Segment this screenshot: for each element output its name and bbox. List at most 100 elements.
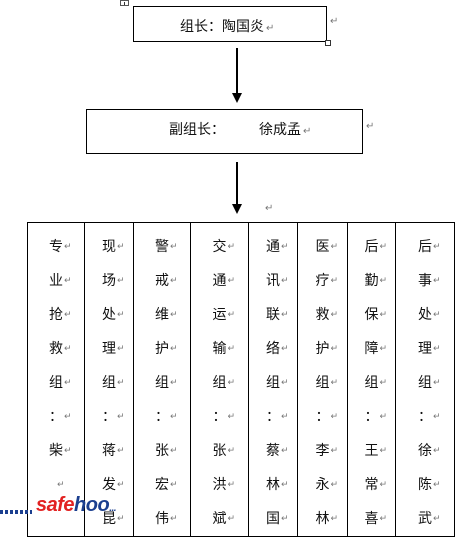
group-char: 李 — [298, 434, 347, 468]
group-char: 救 — [298, 298, 347, 332]
group-char: 护 — [298, 332, 347, 366]
group-char: 国 — [249, 502, 297, 536]
group-char: 林 — [249, 468, 297, 502]
watermark-dots — [0, 510, 32, 514]
deputy-name: 徐成孟 — [259, 122, 301, 138]
group-column: 警戒维护组：张宏伟 — [133, 222, 191, 537]
group-char: 讯 — [249, 264, 297, 298]
group-char: 现 — [85, 230, 133, 264]
watermark-part1: safe — [36, 494, 75, 516]
deputy-label: 副组长： — [169, 122, 225, 138]
group-char: 组 — [396, 366, 454, 400]
group-char: 事 — [396, 264, 454, 298]
group-char: 专 — [28, 230, 84, 264]
group-char: 组 — [191, 366, 248, 400]
group-char: 障 — [348, 332, 395, 366]
group-char: 抢 — [28, 298, 84, 332]
group-char: 输 — [191, 332, 248, 366]
group-char: 后 — [396, 230, 454, 264]
group-column: 通讯联络组：蔡林国 — [248, 222, 298, 537]
leader-text: 组长：陶国炎↵ — [180, 16, 274, 36]
group-char: 组 — [85, 366, 133, 400]
anchor-handle[interactable] — [120, 0, 129, 6]
group-char: 徐 — [396, 434, 454, 468]
group-char: 陈 — [396, 468, 454, 502]
deputy-box[interactable]: 副组长： 徐成孟↵ — [86, 109, 363, 154]
group-char: ： — [249, 400, 297, 434]
group-char: 林 — [298, 502, 347, 536]
group-char: 常 — [348, 468, 395, 502]
group-char: 组 — [348, 366, 395, 400]
group-char: 组 — [249, 366, 297, 400]
group-char: 场 — [85, 264, 133, 298]
group-text: 通讯联络组：蔡林国 — [249, 223, 297, 536]
group-text: 交通运输组：张洪斌 — [191, 223, 248, 536]
group-char: 通 — [249, 230, 297, 264]
group-char: 洪 — [191, 468, 248, 502]
group-char: ： — [191, 400, 248, 434]
table-row: 专业抢救组：柴 现场处理组：蒋发昆 警戒维护组：张宏伟 交通运输组：张洪斌 通讯… — [27, 222, 455, 537]
group-char: 昆 — [85, 502, 133, 536]
group-char: 疗 — [298, 264, 347, 298]
group-text: 专业抢救组：柴 — [28, 223, 84, 502]
group-char: 警 — [134, 230, 190, 264]
leader-box[interactable]: 组长：陶国炎↵ — [133, 6, 327, 42]
group-char: ： — [28, 400, 84, 434]
group-char: 永 — [298, 468, 347, 502]
group-char: 处 — [396, 298, 454, 332]
group-char: 组 — [298, 366, 347, 400]
paragraph-mark: ↵ — [265, 203, 274, 214]
group-char: 戒 — [134, 264, 190, 298]
group-char: 理 — [396, 332, 454, 366]
paragraph-mark: ↵ — [366, 121, 375, 132]
group-column: 后事处理组：徐陈武 — [395, 222, 455, 537]
group-char: 救 — [28, 332, 84, 366]
group-column: 后勤保障组：王常喜 — [347, 222, 396, 537]
group-char: 勤 — [348, 264, 395, 298]
group-char: 伟 — [134, 502, 190, 536]
group-char: 通 — [191, 264, 248, 298]
group-char: 理 — [85, 332, 133, 366]
group-char: 王 — [348, 434, 395, 468]
group-char: ： — [348, 400, 395, 434]
group-char: 医 — [298, 230, 347, 264]
group-char: ： — [85, 400, 133, 434]
group-char: 武 — [396, 502, 454, 536]
group-char: 发 — [85, 468, 133, 502]
group-char: 张 — [134, 434, 190, 468]
group-char: 业 — [28, 264, 84, 298]
group-char: 宏 — [134, 468, 190, 502]
watermark-logo: safehoo... — [36, 494, 117, 517]
arrow-down-2 — [232, 162, 242, 214]
group-char: ： — [298, 400, 347, 434]
resize-handle[interactable] — [325, 40, 331, 46]
group-text: 现场处理组：蒋发昆 — [85, 223, 133, 536]
watermark-part2: hoo — [74, 494, 110, 516]
group-char: 蔡 — [249, 434, 297, 468]
group-char: 柴 — [28, 434, 84, 468]
group-char: 运 — [191, 298, 248, 332]
watermark-suffix: ... — [109, 503, 117, 514]
group-char: 组 — [28, 366, 84, 400]
groups-table: 专业抢救组：柴 现场处理组：蒋发昆 警戒维护组：张宏伟 交通运输组：张洪斌 通讯… — [27, 222, 455, 537]
paragraph-mark: ↵ — [303, 126, 312, 137]
group-text: 后勤保障组：王常喜 — [348, 223, 395, 536]
group-char: 保 — [348, 298, 395, 332]
group-char: ： — [396, 400, 454, 434]
group-char: 后 — [348, 230, 395, 264]
group-char: 联 — [249, 298, 297, 332]
group-char: 络 — [249, 332, 297, 366]
group-text: 后事处理组：徐陈武 — [396, 223, 454, 536]
arrow-down-1 — [232, 48, 242, 103]
group-char: 护 — [134, 332, 190, 366]
paragraph-mark: ↵ — [266, 23, 275, 34]
group-text: 警戒维护组：张宏伟 — [134, 223, 190, 536]
group-column: 交通运输组：张洪斌 — [190, 222, 249, 537]
group-char: 张 — [191, 434, 248, 468]
group-char: 维 — [134, 298, 190, 332]
group-char: ： — [134, 400, 190, 434]
leader-label: 组长：陶国炎 — [180, 19, 264, 35]
deputy-name-wrap: 徐成孟↵ — [259, 119, 311, 139]
group-column: 现场处理组：蒋发昆 — [84, 222, 134, 537]
group-column: 医疗救护组：李永林 — [297, 222, 348, 537]
